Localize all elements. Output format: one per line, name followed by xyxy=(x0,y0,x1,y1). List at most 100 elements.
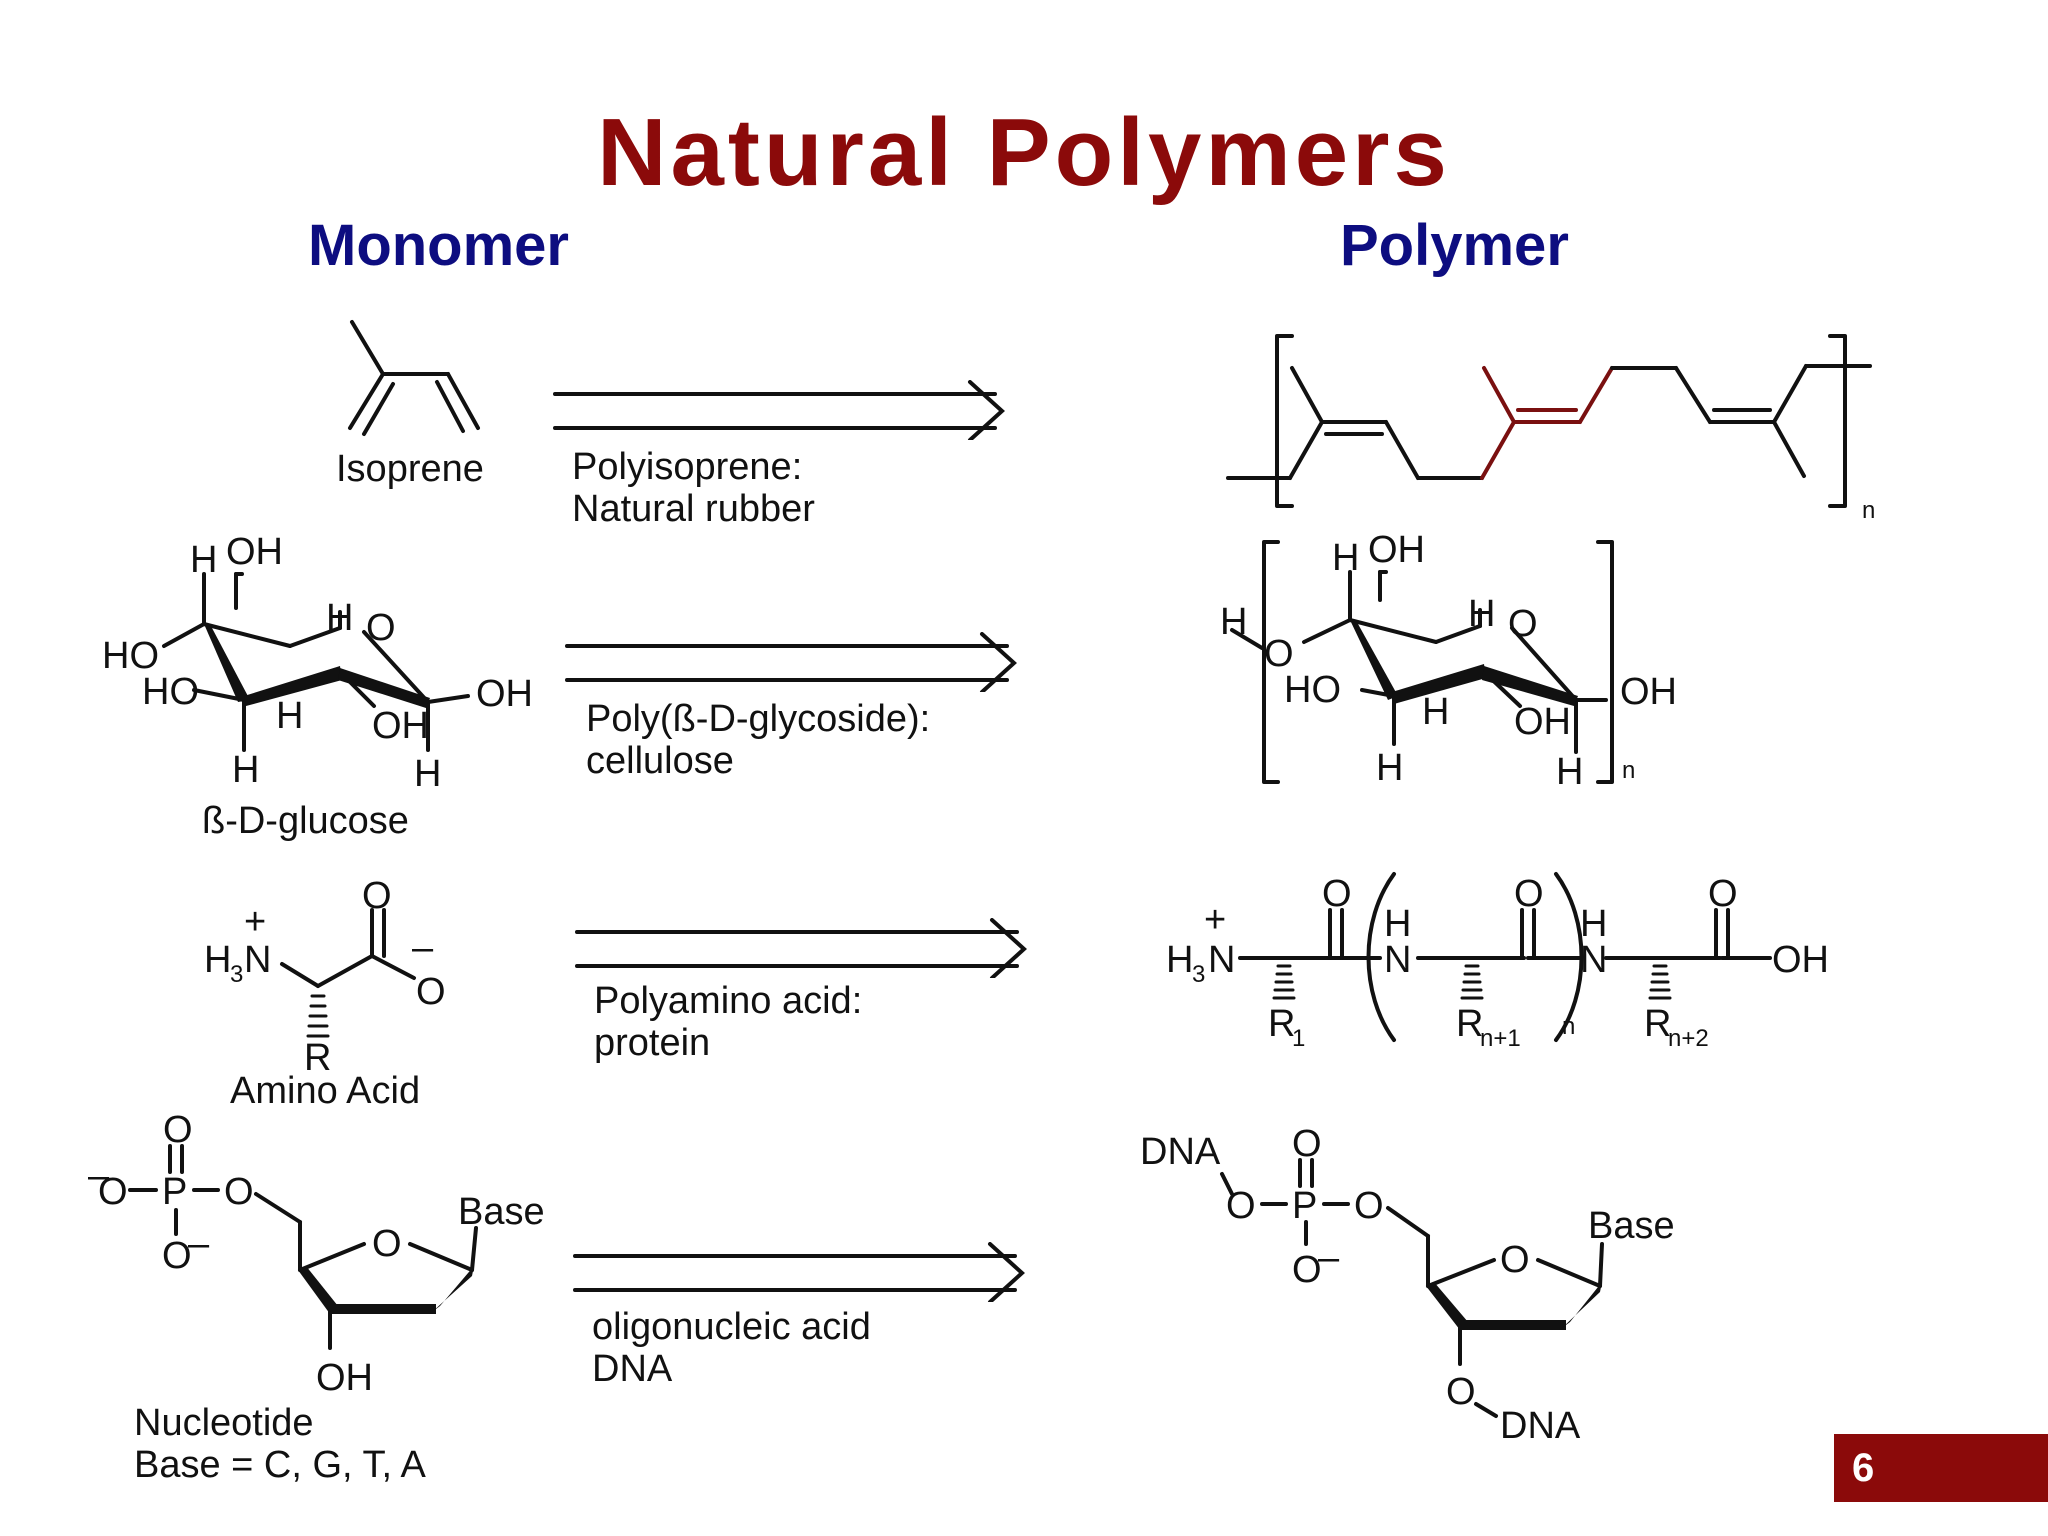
bond xyxy=(1288,420,1324,480)
atom-label: H xyxy=(232,749,259,791)
bond xyxy=(192,688,246,702)
bond xyxy=(1474,1402,1498,1418)
bond xyxy=(1350,620,1398,700)
bond xyxy=(362,382,395,436)
atom-label: N xyxy=(1580,939,1607,981)
monomer-name-nucleotide: Nucleotide Base = C, G, T, A xyxy=(134,1402,426,1486)
atom-label: HO xyxy=(1284,669,1341,711)
atom-label: OH xyxy=(1620,671,1677,713)
bond xyxy=(1350,620,1578,706)
charge-label: – xyxy=(188,1223,210,1265)
atom-label: O xyxy=(1446,1371,1476,1413)
charge-label: + xyxy=(1204,899,1226,941)
bond xyxy=(988,1242,1025,1304)
atom-label: H xyxy=(414,753,441,795)
bond xyxy=(1366,872,1396,1042)
bond xyxy=(968,380,1005,442)
amino-acid-structure xyxy=(280,908,416,988)
atom-label: OH xyxy=(316,1357,373,1399)
bond xyxy=(1220,1172,1234,1196)
bond xyxy=(244,666,342,706)
monomer-column-header: Monomer xyxy=(308,213,569,278)
atom-label: H xyxy=(1332,537,1359,579)
bond xyxy=(350,320,385,376)
reaction-arrow-4 xyxy=(570,1242,1030,1307)
polypeptide-structure xyxy=(1238,872,1772,1042)
isoprene-structure xyxy=(348,320,480,436)
atom-label: O xyxy=(224,1171,254,1213)
bond xyxy=(1392,664,1486,704)
atom-label: N xyxy=(1384,939,1411,981)
atom-label: 3 xyxy=(230,961,243,988)
atom-label: O xyxy=(366,607,396,649)
atom-label: O xyxy=(1322,873,1352,915)
atom-label: OH xyxy=(476,673,533,715)
bond xyxy=(565,632,1017,694)
bond xyxy=(1562,1282,1602,1328)
polyisoprene-structure xyxy=(1226,334,1872,508)
bond xyxy=(288,626,342,648)
bond xyxy=(1426,1282,1468,1330)
bond xyxy=(1434,624,1482,644)
bond xyxy=(1386,1206,1430,1238)
page-number: 6 xyxy=(1852,1446,1875,1490)
reaction-arrow-1 xyxy=(550,380,1010,445)
reaction-label-line: cellulose xyxy=(586,740,734,782)
atom-label: OH xyxy=(226,531,283,573)
bond xyxy=(280,962,320,988)
bond xyxy=(426,694,470,704)
bond xyxy=(1384,420,1420,480)
atom-label: N xyxy=(1208,939,1235,981)
atom-label: H xyxy=(1422,691,1449,733)
atom-label: O xyxy=(1500,1239,1530,1281)
bond xyxy=(446,372,480,430)
bond xyxy=(1275,334,1294,508)
bond xyxy=(1578,366,1614,424)
bond xyxy=(306,994,330,1038)
slide-title: Natural Polymers xyxy=(597,99,1451,206)
atom-label: R xyxy=(1456,1003,1483,1045)
bond xyxy=(348,372,385,430)
atom-label: O xyxy=(416,971,446,1013)
bond xyxy=(1598,1242,1604,1288)
atom-label: H xyxy=(1220,601,1247,643)
atom-label: 3 xyxy=(1192,961,1205,988)
atom-label: O xyxy=(1292,1249,1322,1291)
charge-label: – xyxy=(1318,1237,1340,1279)
atom-label: OH xyxy=(1772,939,1829,981)
atom-label: 1 xyxy=(1292,1025,1305,1052)
atom-label: O xyxy=(98,1171,128,1213)
page-number-badge: 6 xyxy=(1834,1434,2048,1502)
bond xyxy=(298,1266,474,1314)
atom-label: O xyxy=(1226,1185,1256,1227)
bond xyxy=(1772,420,1806,478)
atom-label: OH xyxy=(1368,529,1425,571)
atom-label: O xyxy=(1708,873,1738,915)
atom-label: O xyxy=(372,1223,402,1265)
bond xyxy=(1596,540,1614,784)
atom-label: HO xyxy=(142,671,199,713)
reaction-label-line: Polyamino acid: xyxy=(594,980,863,1022)
atom-label: O xyxy=(1514,873,1544,915)
atom-label: DNA xyxy=(1140,1131,1221,1173)
polymer-column-header: Polymer xyxy=(1340,213,1569,278)
reaction-label-dna: oligonucleic acid DNA xyxy=(592,1306,871,1390)
nucleotide-structure xyxy=(128,1144,478,1350)
atom-label: R xyxy=(1268,1003,1295,1045)
bond xyxy=(1230,628,1264,650)
bond xyxy=(1426,1282,1602,1330)
charge-label: – xyxy=(88,1155,110,1197)
bond xyxy=(1348,618,1438,644)
atom-label: O xyxy=(1264,633,1294,675)
atom-label: Base xyxy=(458,1191,545,1233)
atom-label: N xyxy=(244,939,271,981)
bond xyxy=(1482,366,1516,424)
bond xyxy=(370,954,416,980)
atom-label: H xyxy=(204,939,231,981)
atom-label: n+1 xyxy=(1480,1025,1521,1052)
reaction-label-line: oligonucleic acid xyxy=(592,1306,871,1348)
bond xyxy=(575,918,1027,980)
bond xyxy=(408,1242,474,1272)
charge-label: – xyxy=(412,927,434,969)
repeat-unit-n: n xyxy=(1562,1013,1575,1040)
